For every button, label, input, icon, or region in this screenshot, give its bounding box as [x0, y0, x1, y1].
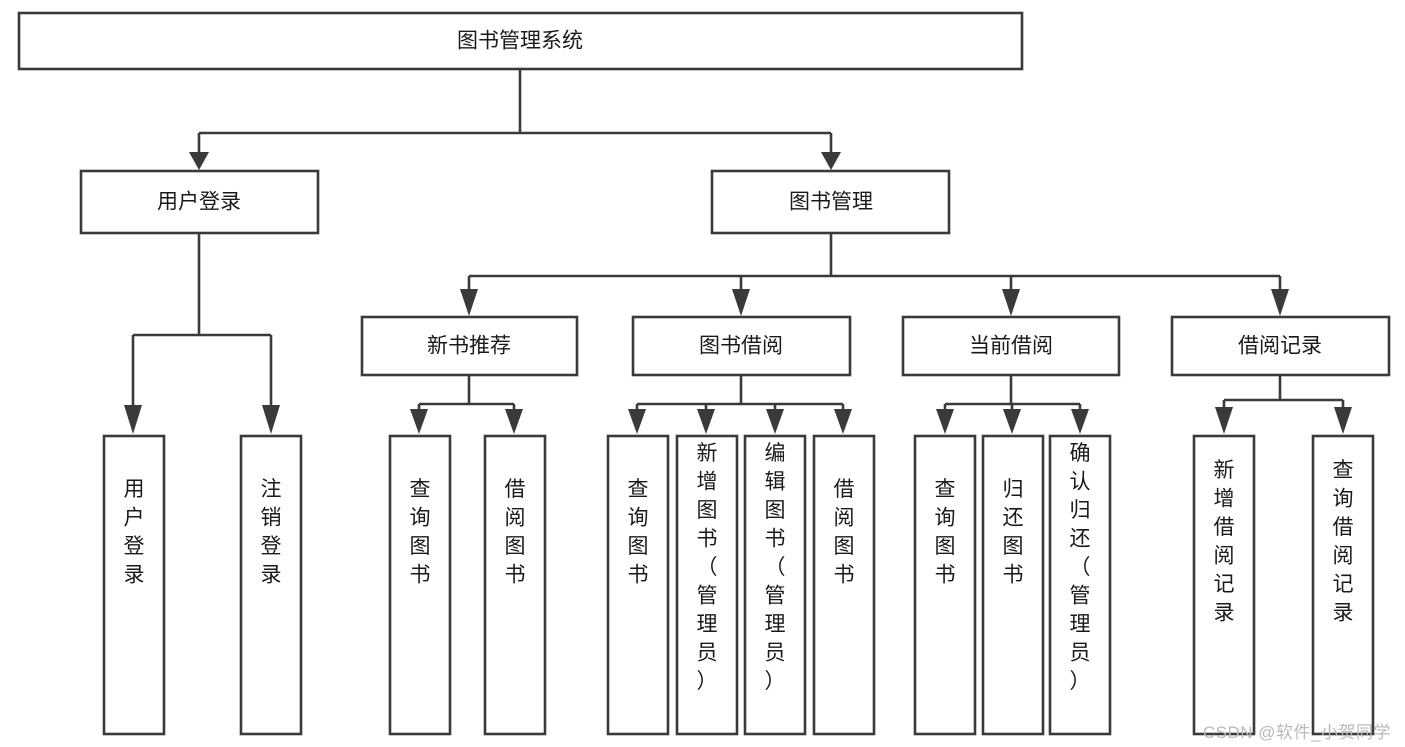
leaf-new-book-1-box [388, 434, 452, 736]
leaf-borrow-record-1[interactable]: 新增借阅记录 [1192, 434, 1256, 736]
leaf-borrow-record-1-box [1192, 434, 1256, 736]
node-borrow-record-box [1170, 315, 1391, 377]
arrowhead-leaf-user-login-2 [262, 405, 280, 434]
leaf-book-borrow-4[interactable]: 借阅图书 [812, 434, 876, 736]
leaf-book-borrow-3-label: 编辑图书（管理员） [765, 442, 786, 693]
node-borrow-record-label: 借阅记录 [1238, 335, 1322, 358]
leaf-current-borrow-3-label: 确认归还（管理员） [1070, 442, 1091, 693]
node-new-book-recommend-label: 新书推荐 [427, 335, 511, 358]
leaf-book-borrow-2-label: 新增图书（管理员） [697, 442, 718, 693]
node-new-book-recommend-box [360, 315, 579, 377]
leaf-user-login-1-label: 用户登录 [124, 478, 145, 587]
arrowhead-book-borrow [732, 289, 750, 316]
leaf-borrow-record-2[interactable]: 查询借阅记录 [1311, 434, 1375, 736]
leaf-borrow-record-2-box [1311, 434, 1375, 736]
node-book-management-box [710, 169, 951, 235]
arrowhead-leaf-borrow-record-2 [1334, 407, 1352, 434]
leaf-current-borrow-1[interactable]: 查询图书 [913, 434, 977, 736]
arrowhead-leaf-current-borrow-2 [1003, 409, 1021, 434]
leaf-book-borrow-1-box [606, 434, 670, 736]
arrowhead-leaf-current-borrow-3 [1071, 409, 1089, 434]
node-book-borrow-box [631, 315, 852, 377]
leaf-borrow-record-1-label: 新增借阅记录 [1214, 459, 1235, 625]
leaf-borrow-record-2-label: 查询借阅记录 [1333, 459, 1354, 625]
leaf-user-login-2-box [239, 434, 303, 736]
node-root-box [17, 11, 1024, 71]
arrowhead-current-borrow [1002, 289, 1020, 316]
arrowhead-borrow-record [1271, 289, 1289, 316]
leaf-new-book-2[interactable]: 借阅图书 [483, 434, 547, 736]
leaf-user-login-1-box [102, 434, 166, 736]
leaf-new-book-1-label: 查询图书 [410, 478, 431, 587]
node-current-borrow-box [901, 315, 1121, 377]
node-borrow-record[interactable]: 借阅记录 [1170, 315, 1391, 377]
leaf-book-borrow-1[interactable]: 查询图书 [606, 434, 670, 736]
node-current-borrow[interactable]: 当前借阅 [901, 315, 1121, 377]
arrowhead-leaf-book-borrow-2 [697, 409, 715, 434]
node-root-label: 图书管理系统 [457, 30, 583, 53]
arrowhead-book-manage [821, 152, 841, 170]
leaf-current-borrow-2-box [981, 434, 1045, 736]
node-user-login-box [79, 169, 320, 235]
node-user-login[interactable]: 用户登录 [79, 169, 320, 235]
leaf-book-borrow-3[interactable]: 编辑图书（管理员） [743, 434, 807, 736]
arrowhead-leaf-book-borrow-3 [766, 409, 784, 434]
leaf-new-book-1[interactable]: 查询图书 [388, 434, 452, 736]
leaf-current-borrow-3[interactable]: 确认归还（管理员） [1048, 434, 1112, 736]
leaf-book-borrow-4-box [812, 434, 876, 736]
leaf-book-borrow-2[interactable]: 新增图书（管理员） [675, 434, 739, 736]
node-book-management[interactable]: 图书管理 [710, 169, 951, 235]
arrowhead-leaf-book-borrow-1 [628, 409, 646, 434]
leaf-book-borrow-4-label: 借阅图书 [834, 478, 855, 587]
node-current-borrow-label: 当前借阅 [969, 335, 1053, 358]
leaf-user-login-1[interactable]: 用户登录 [102, 434, 166, 736]
node-book-borrow-label: 图书借阅 [699, 335, 783, 358]
arrowhead-leaf-current-borrow-1 [936, 409, 954, 434]
arrowhead-leaf-new-book-1 [410, 409, 428, 434]
arrowhead-new-book-recommend [460, 289, 478, 316]
leaf-user-login-2-label: 注销登录 [261, 478, 282, 587]
leaf-user-login-2[interactable]: 注销登录 [239, 434, 303, 736]
arrowhead-leaf-borrow-record-1 [1215, 407, 1233, 434]
node-user-login-label: 用户登录 [157, 191, 241, 214]
arrowhead-user-login [189, 152, 209, 170]
leaf-current-borrow-2[interactable]: 归还图书 [981, 434, 1045, 736]
leaf-new-book-2-label: 借阅图书 [505, 478, 526, 587]
leaf-current-borrow-1-label: 查询图书 [935, 478, 956, 587]
node-new-book-recommend[interactable]: 新书推荐 [360, 315, 579, 377]
connector-layer [124, 69, 1352, 434]
leaf-current-borrow-3-box [1048, 434, 1112, 736]
node-book-management-label: 图书管理 [789, 191, 873, 214]
leaf-book-borrow-1-label: 查询图书 [628, 478, 649, 587]
leaf-book-borrow-2-box [675, 434, 739, 736]
arrowhead-leaf-book-borrow-4 [834, 409, 852, 434]
leaf-current-borrow-2-label: 归还图书 [1003, 478, 1024, 587]
node-book-borrow[interactable]: 图书借阅 [631, 315, 852, 377]
leaf-book-borrow-3-box [743, 434, 807, 736]
arrowhead-leaf-new-book-2 [505, 409, 523, 434]
leaf-current-borrow-1-box [913, 434, 977, 736]
leaf-new-book-2-box [483, 434, 547, 736]
node-root-book-management-system[interactable]: 图书管理系统 [17, 11, 1024, 71]
arrowhead-leaf-user-login-1 [124, 405, 142, 434]
